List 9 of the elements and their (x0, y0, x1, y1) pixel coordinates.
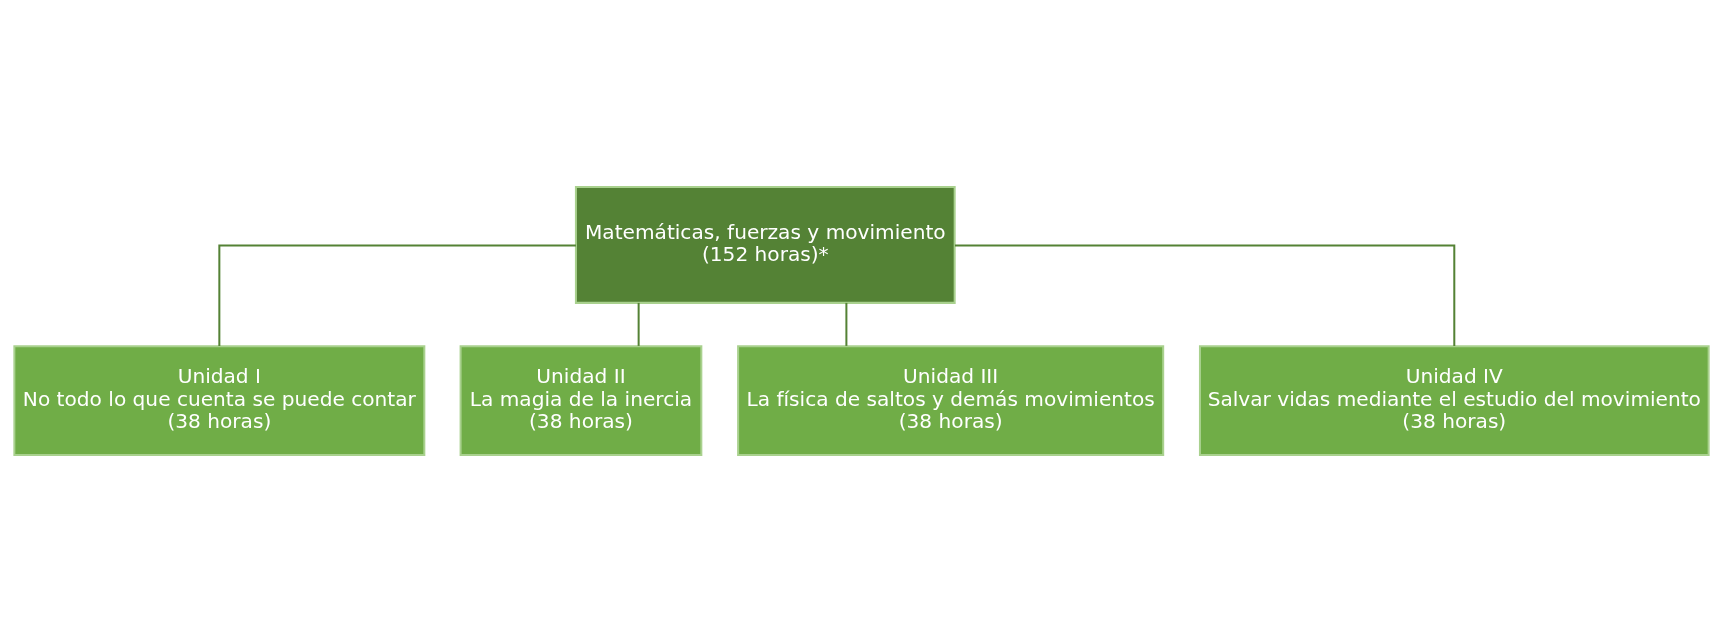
connector (844, 302, 847, 346)
node-box: Unidad III La física de saltos y demás movimientos (38 horas) (736, 345, 1164, 456)
connector (637, 302, 640, 346)
node-box: Unidad IV Salvar vidas mediante el estudio del movimiento (38 horas) (1198, 345, 1710, 456)
node-box: Matemáticas, fuerzas y movimiento (152 horas)* (574, 186, 956, 304)
connector (954, 244, 1455, 346)
node-box: Unidad II La magia de la inercia (38 horas) (459, 345, 702, 456)
connector (217, 244, 576, 346)
node-box: Unidad I No todo lo que cuenta se puede contar (38 horas) (12, 345, 425, 456)
